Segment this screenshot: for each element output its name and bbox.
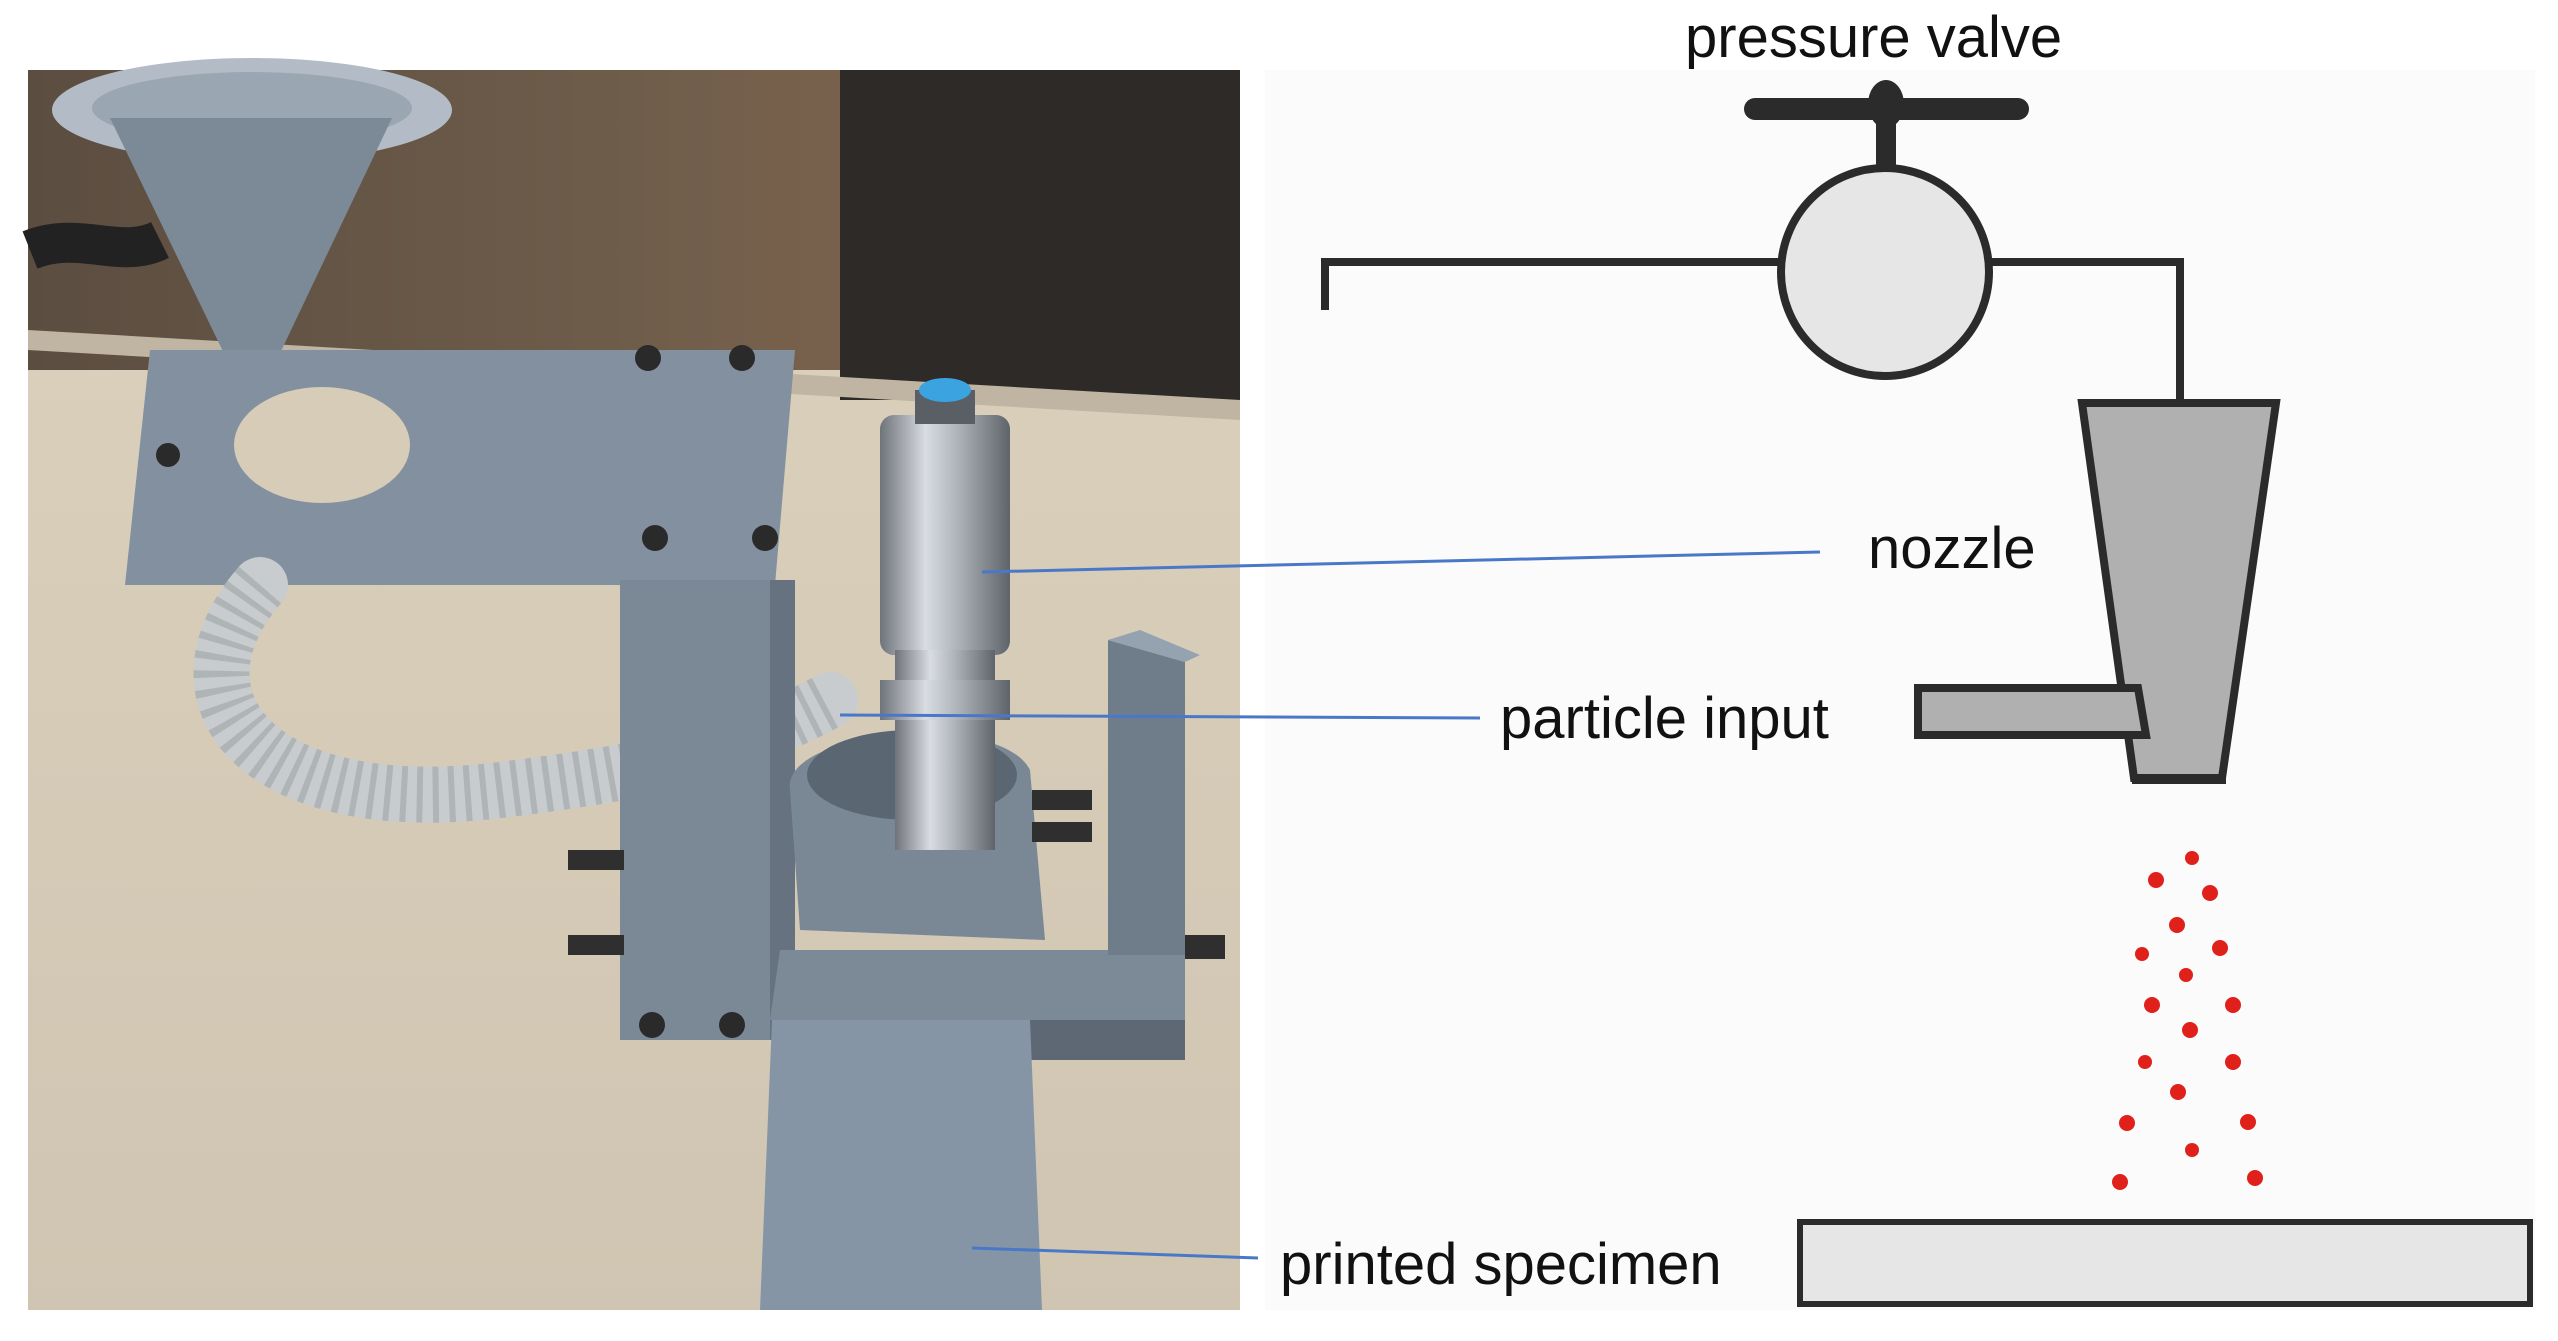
particle: [2148, 872, 2164, 888]
nozzle-body: [880, 415, 1010, 655]
particle: [2169, 917, 2185, 933]
holder-bolt: [1032, 822, 1092, 842]
printed-specimen-label: printed specimen: [1280, 1232, 1722, 1297]
nozzle-label: nozzle: [1868, 516, 2036, 581]
particle: [2182, 1022, 2198, 1038]
valve-stem: [1876, 110, 1896, 170]
particle: [2212, 940, 2228, 956]
device-photo: [22, 58, 1240, 1310]
side-bolt: [568, 850, 624, 870]
pressure-valve-label: pressure valve: [1685, 5, 2062, 70]
top-plate: [125, 350, 795, 585]
vertical-column: [620, 580, 795, 1040]
screw: [642, 525, 668, 551]
particle: [2135, 947, 2149, 961]
particle: [2144, 997, 2160, 1013]
particle: [2185, 851, 2199, 865]
particle: [2112, 1174, 2128, 1190]
base-plate-lower: [1020, 1020, 1185, 1060]
particle: [2119, 1115, 2135, 1131]
top-plate-hole: [234, 387, 410, 503]
valve-body: [1777, 164, 1993, 380]
particle: [2225, 1054, 2241, 1070]
side-block: [1108, 640, 1185, 955]
particle: [2138, 1055, 2152, 1069]
particle: [2185, 1143, 2199, 1157]
particle: [2179, 968, 2193, 982]
base-plate: [770, 950, 1185, 1020]
screw: [752, 525, 778, 551]
side-bolt: [568, 935, 624, 955]
screw: [635, 345, 661, 371]
printed-specimen-leader-line: [971, 1246, 1259, 1260]
particle: [2240, 1114, 2256, 1130]
air-line: [1321, 258, 1778, 310]
photo-background-machine: [840, 70, 1240, 400]
air-line-to-nozzle: [1988, 258, 2184, 400]
particle-input-label: particle input: [1500, 686, 1829, 751]
particle-inlet-schematic: [1914, 684, 2151, 739]
particle: [2247, 1170, 2263, 1186]
leader-lines: [839, 550, 1821, 1260]
nozzle-air-connector: [919, 378, 971, 402]
particle-input-leader-line: [839, 713, 1481, 720]
schematic: [1265, 70, 2535, 1310]
nozzle-leader-line: [981, 550, 1821, 574]
printed-specimen-photo: [760, 1020, 1042, 1310]
particle: [2202, 885, 2218, 901]
screw: [156, 443, 180, 467]
nozzle-ring: [880, 680, 1010, 720]
photo-black-hose: [22, 221, 169, 269]
printed-specimen-schematic: [1797, 1219, 2533, 1307]
particle-spray: [2112, 851, 2263, 1190]
nozzle-tip-schematic: [2132, 778, 2226, 784]
side-bolt: [1185, 935, 1225, 959]
particle: [2225, 997, 2241, 1013]
screw: [639, 1012, 665, 1038]
screw: [729, 345, 755, 371]
screw: [719, 1012, 745, 1038]
side-block-face: [1108, 630, 1200, 662]
funnel-cone: [110, 118, 392, 370]
particle: [2170, 1084, 2186, 1100]
holder-bolt: [1032, 790, 1092, 810]
